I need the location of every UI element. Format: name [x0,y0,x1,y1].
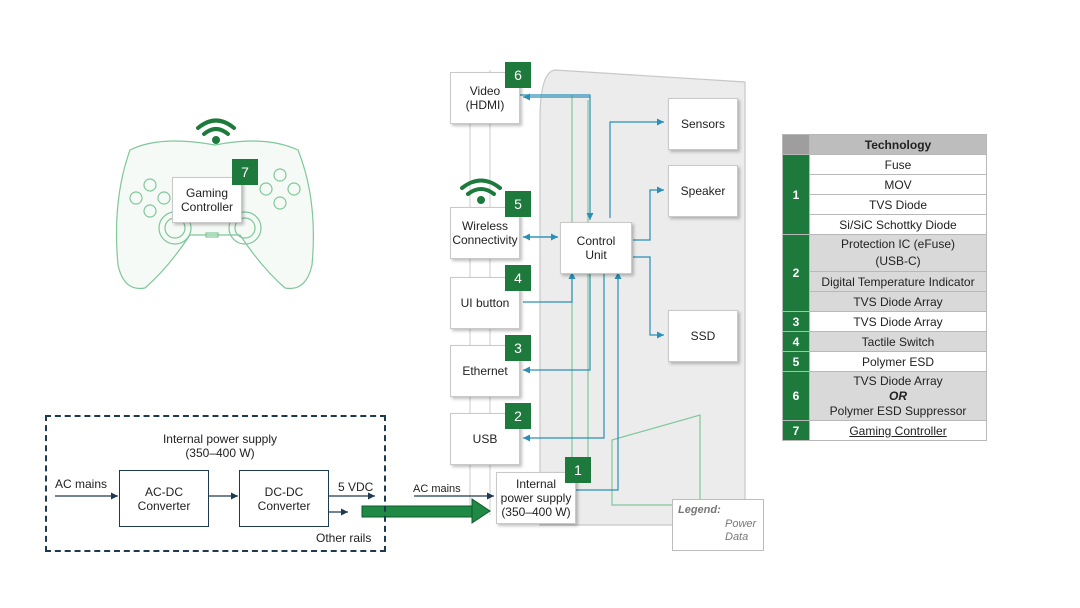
video-hdmi-label: Video (HDMI) [465,84,505,112]
ui-button-label: UI button [460,296,510,310]
table-group-num: 7 [782,420,810,441]
badge-2: 2 [505,403,531,429]
control-unit-label: Control Unit [576,234,616,262]
sensors-label: Sensors [680,117,726,131]
table-group-num: 6 [782,371,810,421]
power-supply-label: Internal power supply (350–400 W) [500,477,572,519]
table-cell: Polymer ESD [809,351,987,372]
table-cell-line: Polymer ESD Suppressor [829,403,967,418]
power-arrow [361,498,491,524]
table-group-num: 3 [782,311,810,332]
ssd-block: SSD [668,310,738,362]
wifi-icon [460,178,502,204]
badge-3: 3 [505,335,531,361]
table-cell-group-6: TVS Diode Array OR Polymer ESD Suppresso… [809,371,987,421]
psu-detail-title: Internal power supply (350–400 W) [162,432,278,460]
psu-detail-frame [45,415,386,552]
badge-4: 4 [505,265,531,291]
ssd-label: SSD [690,329,716,343]
badge-5: 5 [505,191,531,217]
vdc-label: 5 VDC [338,480,374,494]
control-unit-block: Control Unit [560,222,632,274]
legend: Legend: Power Data [672,499,764,551]
acdc-converter-block: AC-DC Converter [119,470,209,527]
internal-power-supply-block: Internal power supply (350–400 W) [496,472,576,524]
table-cell: Si/SiC Schottky Diode [809,214,987,235]
data-lines [520,93,664,491]
psu-ac-mains-label: AC mains [55,477,108,491]
console-ac-mains-label: AC mains [413,483,461,495]
badge-6: 6 [505,62,531,88]
table-group-num: 4 [782,331,810,352]
table-cell: TVS Diode [809,194,987,215]
table-cell: Fuse [809,154,987,175]
legend-title: Legend: [678,504,721,516]
legend-power-label: Power [725,518,757,530]
table-header-blank [782,134,810,155]
table-cell: Digital Temperature Indicator [809,271,987,292]
table-group-num: 5 [782,351,810,372]
badge-7: 7 [232,159,258,185]
sensors-block: Sensors [668,98,738,150]
wireless-label: Wireless Connectivity [452,219,518,247]
acdc-label: AC-DC Converter [137,484,191,513]
table-cell: MOV [809,174,987,195]
badge-1: 1 [565,457,591,483]
technology-table: Technology 1 Fuse MOV TVS Diode Si/SiC S… [782,134,987,441]
usb-label: USB [472,432,498,446]
other-rails-label: Other rails [316,531,372,545]
ethernet-block: Ethernet [450,345,520,397]
table-header: Technology [809,134,987,155]
table-cell-link[interactable]: Gaming Controller [809,420,987,441]
table-cell: Tactile Switch [809,331,987,352]
table-cell: TVS Diode Array [809,291,987,312]
speaker-label: Speaker [680,184,726,198]
video-hdmi-block: Video (HDMI) [450,72,520,124]
legend-data-label: Data [725,531,749,543]
table-cell: TVS Diode Array [809,311,987,332]
psu-lines [55,492,494,516]
table-group-num: 2 [782,234,810,312]
gaming-controller-block: Gaming Controller [172,177,242,223]
speaker-block: Speaker [668,165,738,217]
ethernet-label: Ethernet [462,364,508,378]
table-cell-line: TVS Diode Array [853,373,943,388]
gaming-controller-label: Gaming Controller [180,186,234,214]
table-cell-or: OR [889,388,907,403]
table-group-num: 1 [782,154,810,235]
dcdc-converter-block: DC-DC Converter [239,470,329,527]
table-cell: Protection IC (eFuse) (USB-C) [809,234,987,272]
dcdc-label: DC-DC Converter [257,484,311,513]
wifi-icon [196,118,236,144]
